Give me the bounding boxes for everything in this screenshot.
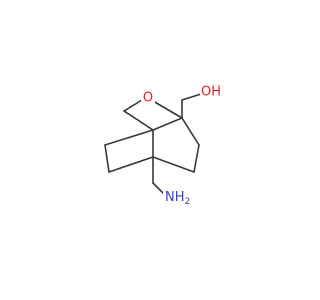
- bond-cl2-c4: [108, 156, 154, 173]
- amine-subscript: 2: [185, 197, 191, 207]
- bond-lines: [104, 93, 202, 197]
- bond-c1-cl1: [104, 129, 154, 146]
- bond-c1-ch2: [123, 110, 154, 131]
- ring-oxygen-label: O: [143, 91, 153, 106]
- bond-ch2-oh: [181, 93, 202, 101]
- amine-label: NH2: [165, 190, 190, 207]
- molecule-diagram: O OH NH2: [104, 83, 224, 207]
- bond-cl1-cl2: [104, 144, 110, 173]
- amine-group: NH2: [163, 189, 193, 207]
- ring-oxygen-atom: O: [141, 90, 155, 106]
- hydroxyl-label: OH: [201, 85, 221, 100]
- bond-c1-c4top: [152, 117, 183, 131]
- bond-o-c4: [152, 100, 183, 119]
- bond-c4top-cr1: [181, 117, 200, 146]
- hydroxyl-group: OH: [200, 83, 224, 100]
- bond-cr1-cr2: [193, 144, 200, 173]
- bond-ch2-o: [123, 99, 143, 112]
- amine-nh-text: NH: [165, 190, 185, 205]
- bond-cr2-c4: [152, 156, 195, 173]
